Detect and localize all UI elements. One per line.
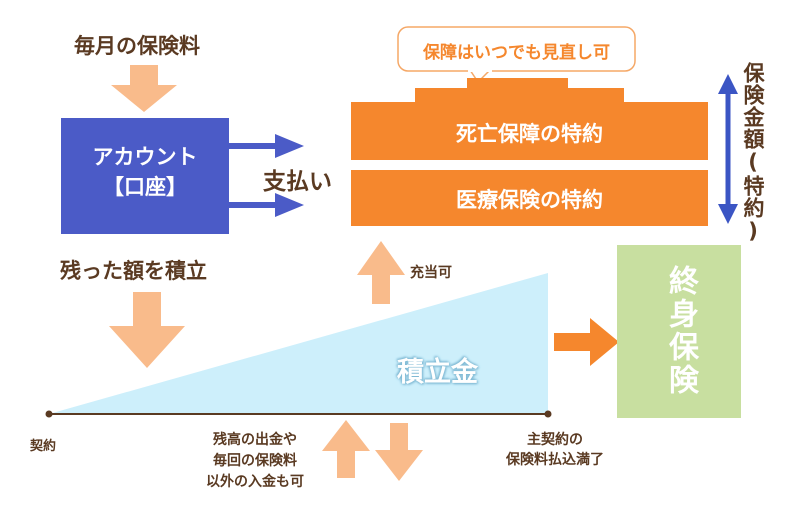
lifetime-insurance-label: 終身保険 bbox=[663, 265, 698, 397]
main-contract-line2: 保険料払込満了 bbox=[506, 452, 604, 468]
monthly-premium-label: 毎月の保険料 bbox=[74, 34, 200, 58]
arrow-deposit-up bbox=[322, 420, 370, 478]
main-contract-note: 主契約の 保険料払込満了 bbox=[490, 430, 620, 470]
allocatable-label: 充当可 bbox=[410, 265, 452, 281]
reserve-label: 積立金 bbox=[397, 357, 478, 388]
contract-label: 契約 bbox=[30, 439, 57, 454]
account-box-line2: 【口座】 bbox=[103, 175, 187, 199]
withdrawal-note: 残高の出金や 毎回の保険料 以外の入金も可 bbox=[190, 430, 320, 493]
withdrawal-note-line3: 以外の入金も可 bbox=[206, 474, 304, 490]
timeline bbox=[45, 410, 552, 418]
callout-bubble bbox=[397, 26, 636, 84]
main-contract-line1: 主契約の bbox=[527, 432, 583, 448]
payment-arrows bbox=[229, 134, 304, 217]
reserve-triangle bbox=[49, 273, 548, 414]
arrow-to-lifetime bbox=[554, 318, 619, 366]
arrow-withdraw-down bbox=[375, 423, 423, 481]
arrow-premium-to-account bbox=[111, 65, 177, 112]
account-box bbox=[61, 118, 229, 234]
account-box-text: アカウント 【口座】 bbox=[61, 142, 229, 202]
account-box-line1: アカウント bbox=[92, 145, 198, 169]
death-rider-label: 死亡保障の特約 bbox=[456, 122, 603, 146]
arrow-allocate-up bbox=[357, 241, 405, 304]
withdrawal-note-line1: 残高の出金や bbox=[213, 432, 297, 448]
withdrawal-note-line2: 毎回の保険料 bbox=[213, 453, 297, 469]
payment-label: 支払い bbox=[263, 169, 332, 195]
insurance-amount-arrow bbox=[718, 74, 738, 224]
insurance-amount-vertical-label: 保険金額(特約) bbox=[741, 62, 765, 244]
medical-rider-label: 医療保険の特約 bbox=[456, 188, 603, 212]
medical-rider-bar bbox=[351, 170, 708, 226]
lifetime-insurance-box bbox=[617, 245, 741, 418]
arrow-accumulate-down bbox=[109, 292, 185, 368]
callout-text: 保障はいつでも見直し可 bbox=[423, 43, 610, 63]
accumulate-remaining-label: 残った額を積立 bbox=[60, 259, 207, 283]
death-rider-bar bbox=[351, 78, 708, 160]
